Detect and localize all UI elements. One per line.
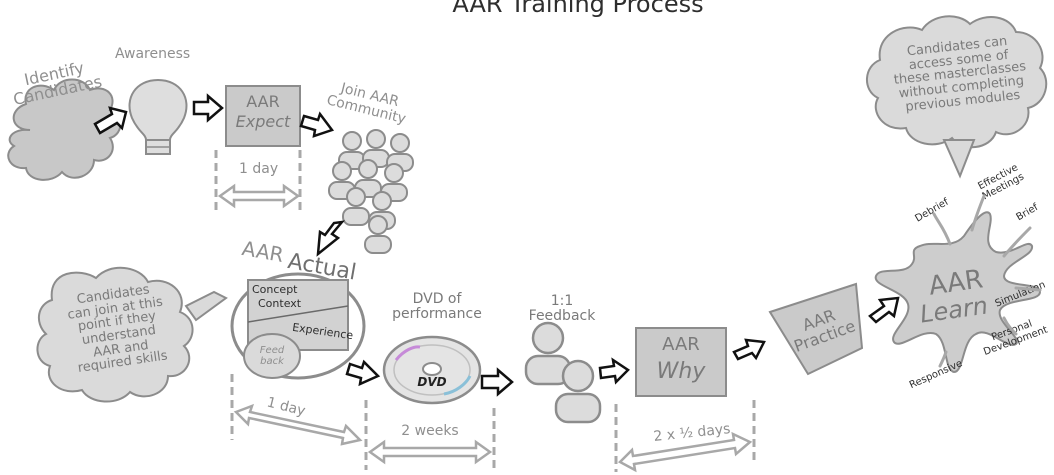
awareness-label: Awareness xyxy=(115,46,191,62)
awareness-bulb-icon xyxy=(128,78,188,155)
expect-duration-label: 1 day xyxy=(239,161,279,177)
aar-expect-label-line2: Expect xyxy=(235,112,291,131)
aar-learn-splat xyxy=(874,211,1042,374)
feedback-inner-label: Feed back xyxy=(259,345,285,367)
duration-double-arrow-icon xyxy=(367,439,493,465)
dvd-title-label: DVD of performance xyxy=(392,291,482,322)
connector-personal xyxy=(1002,316,1018,336)
flow-arrow-icon xyxy=(598,357,630,385)
dvd-disc-label: DVD xyxy=(417,375,447,389)
connector-effective xyxy=(970,194,986,232)
flow-arrow-icon xyxy=(345,359,381,387)
flow-arrow-icon xyxy=(732,338,766,361)
context-label: Context xyxy=(258,297,302,310)
flow-arrow-icon xyxy=(299,111,335,138)
duration-double-arrow-icon xyxy=(217,183,301,209)
aar-why-box xyxy=(635,327,727,397)
connector-debrief xyxy=(932,212,952,246)
flow-arrow-icon xyxy=(192,93,224,123)
aar-actual-group xyxy=(230,272,366,380)
connector-brief xyxy=(1002,226,1032,258)
join-point-bubble xyxy=(36,266,228,403)
connector-simulation xyxy=(1014,286,1042,292)
flow-arrow-icon xyxy=(868,296,900,324)
flow-arrow-icon xyxy=(480,367,514,397)
aar-expect-box xyxy=(225,85,301,147)
masterclass-bubble xyxy=(866,15,1048,179)
candidates-cloud-shape xyxy=(7,78,122,181)
aar-expect-label-line1: AAR xyxy=(246,92,280,111)
aar-practice-shape xyxy=(768,282,864,376)
dvd-duration-label: 2 weeks xyxy=(401,423,459,439)
connector-responsive xyxy=(938,350,948,368)
dvd-disc-icon xyxy=(382,335,482,405)
aar-why-label-line2: Why xyxy=(656,359,706,384)
duration-double-arrow-icon xyxy=(233,403,363,446)
duration-double-arrow-icon xyxy=(617,431,753,473)
flow-arrow-icon xyxy=(93,106,128,135)
aar-why-label-line1: AAR xyxy=(662,334,700,355)
flow-arrow-icon xyxy=(316,220,345,257)
concept-label: Concept xyxy=(252,283,298,296)
one-to-one-label: 1:1 Feedback xyxy=(528,293,596,324)
diagram-title: AAR Training Process xyxy=(452,0,704,18)
